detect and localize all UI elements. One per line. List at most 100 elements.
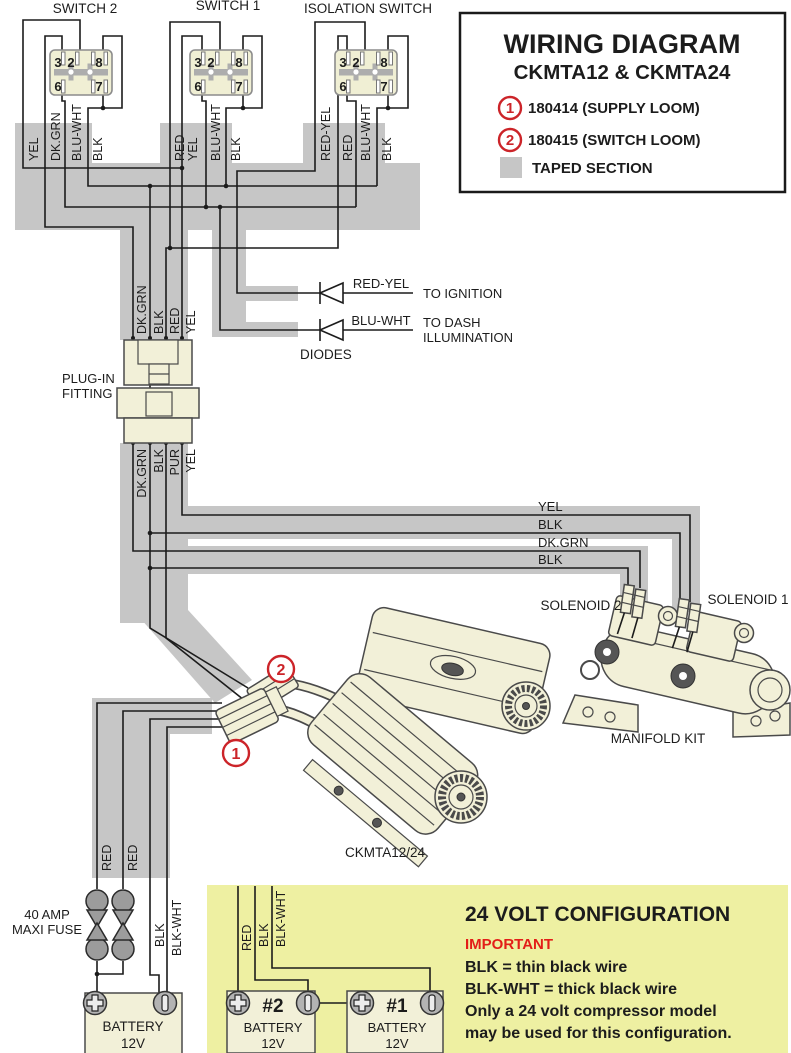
sw2-pin-8: 8 xyxy=(95,55,102,70)
diode-symbols xyxy=(317,281,344,342)
right-wire-blk2-label: BLK xyxy=(538,552,563,567)
sw1-wire-red-label: RED xyxy=(173,135,187,161)
iso-pin-8: 8 xyxy=(380,55,387,70)
compressor-label: CKMTA12/24 xyxy=(345,845,426,860)
sw2-pin-6: 6 xyxy=(54,79,61,94)
legend-3-label: TAPED SECTION xyxy=(532,160,653,177)
iso-pin-7: 7 xyxy=(380,79,387,94)
sw1-wire-yel-label: YEL xyxy=(186,137,200,161)
sw2-pin-3: 3 xyxy=(54,55,61,70)
diode1-triangle xyxy=(317,281,344,305)
title-box: WIRING DIAGRAM CKMTA12 & CKMTA24 1 18041… xyxy=(458,11,787,194)
switch-1-title: SWITCH 1 xyxy=(196,0,261,13)
config24-important: IMPORTANT xyxy=(465,936,553,953)
manifold-foot-left xyxy=(561,694,639,733)
connector-1-number: 1 xyxy=(232,746,241,763)
config24-title: 24 VOLT CONFIGURATION xyxy=(465,903,730,926)
wire-red2 xyxy=(122,710,224,889)
wire-cfg-blkwht xyxy=(271,886,431,992)
solenoid-1-label: SOLENOID 1 xyxy=(707,592,788,607)
battery-2 xyxy=(225,990,321,1053)
sw1-pin-7: 7 xyxy=(235,79,242,94)
solenoid-1-plug xyxy=(671,597,702,653)
battery-main-name: BATTERY xyxy=(102,1019,163,1034)
battery-1-volt: 12V xyxy=(385,1036,408,1051)
connector-2-badge: 2 xyxy=(266,654,296,684)
battery-2-number: #2 xyxy=(262,996,283,1017)
wire-iso-redyel xyxy=(236,21,366,294)
wire-dkgrn-sol2 xyxy=(132,443,641,588)
sw2-pin-7: 7 xyxy=(95,79,102,94)
wire-iso-bluwht xyxy=(346,95,357,207)
wire-paths xyxy=(22,19,691,1004)
plug-fitting-label-2: FITTING xyxy=(62,386,113,401)
diodes-caption: DIODES xyxy=(300,347,352,362)
iso-wire-red-label: RED xyxy=(341,135,355,161)
diode1-wire-label: RED-YEL xyxy=(353,276,409,291)
right-wire-blk-label: BLK xyxy=(538,517,563,532)
sw1-pin-8: 8 xyxy=(235,55,242,70)
solenoid-2-plug xyxy=(616,583,647,639)
plug-out-pur-label: PUR xyxy=(168,449,182,475)
legend-1-circle-icon xyxy=(497,95,523,121)
supply-red1-label: RED xyxy=(100,845,114,871)
plug-out-blk-label: BLK xyxy=(152,448,166,472)
diagram-subtitle: CKMTA12 & CKMTA24 xyxy=(514,61,731,84)
loom-connector-1 xyxy=(215,685,289,744)
battery-main-volt: 12V xyxy=(121,1036,145,1051)
wire-sw1-yel xyxy=(181,35,203,338)
wire-fuse2-out xyxy=(97,961,124,975)
iso-pin-3: 3 xyxy=(339,55,346,70)
plug-out-yel-label: YEL xyxy=(184,449,198,473)
compressor-illustration xyxy=(267,606,551,868)
connector-2-number: 2 xyxy=(277,662,286,679)
wire-cfg-blk xyxy=(254,886,309,992)
iso-wire-redyel-label: RED-YEL xyxy=(319,107,333,161)
wire-plug-blk-col xyxy=(149,186,249,689)
switch-1-connector xyxy=(189,49,253,96)
wire-sw1-blk xyxy=(225,35,263,186)
wire-blk-sol2 xyxy=(150,567,629,590)
battery-1-number: #1 xyxy=(386,996,408,1017)
diode2-dest-label-2: ILLUMINATION xyxy=(423,330,513,345)
switch-2-title: SWITCH 2 xyxy=(53,1,118,16)
connector-1-badge: 1 xyxy=(221,738,251,768)
legend-taped-swatch-icon xyxy=(500,157,522,178)
wire-sw1-red xyxy=(169,21,221,248)
wire-blk-bus xyxy=(87,35,377,187)
wire-blk-batt xyxy=(149,718,226,994)
config24-line3: Only a 24 volt compressor model xyxy=(465,1003,717,1020)
switch-2-connector xyxy=(49,49,113,96)
right-wire-dkgrn-label: DK.GRN xyxy=(538,535,589,550)
battery-1 xyxy=(346,990,445,1053)
diode2-wire-label: BLU-WHT xyxy=(351,313,410,328)
right-wire-yel-label: YEL xyxy=(538,499,563,514)
wire-sw1-bluwht xyxy=(201,95,207,207)
isolation-switch-title: ISOLATION SWITCH xyxy=(304,1,432,16)
wire-pur-conn2 xyxy=(165,443,245,701)
manifold-kit-illustration xyxy=(561,583,791,738)
wire-yel-sol1 xyxy=(181,443,691,602)
sw1-wire-blk-label: BLK xyxy=(229,137,243,161)
diagram-title: WIRING DIAGRAM xyxy=(504,29,741,59)
sw2-wire-blk-label: BLK xyxy=(91,137,105,161)
sw2-wire-dkgrn-label: DK.GRN xyxy=(49,112,63,161)
solenoid-2-label: SOLENOID 2 xyxy=(540,598,621,613)
config24-blk-label: BLK xyxy=(257,923,271,947)
diode1-dest-label: TO IGNITION xyxy=(423,286,502,301)
legend-1-label: 180414 (SUPPLY LOOM) xyxy=(528,100,700,117)
battery-2-name: BATTERY xyxy=(244,1020,303,1035)
config24-line2: BLK-WHT = thick black wire xyxy=(465,981,677,998)
config24-blkwht-label: BLK-WHT xyxy=(274,890,288,947)
sw2-wire-yel-label: YEL xyxy=(27,137,41,161)
iso-pin-6: 6 xyxy=(339,79,346,94)
maxi-fuse-1 xyxy=(85,889,109,961)
supply-blk-label: BLK xyxy=(153,923,167,947)
legend-2-label: 180415 (SWITCH LOOM) xyxy=(528,132,701,149)
plug-fitting-label-1: PLUG-IN xyxy=(62,371,115,386)
plug-in-blk-label: BLK xyxy=(152,310,166,334)
iso-wire-bluwht-label: BLU-WHT xyxy=(359,104,373,161)
sw2-wire-bluwht-label: BLU-WHT xyxy=(70,104,84,161)
